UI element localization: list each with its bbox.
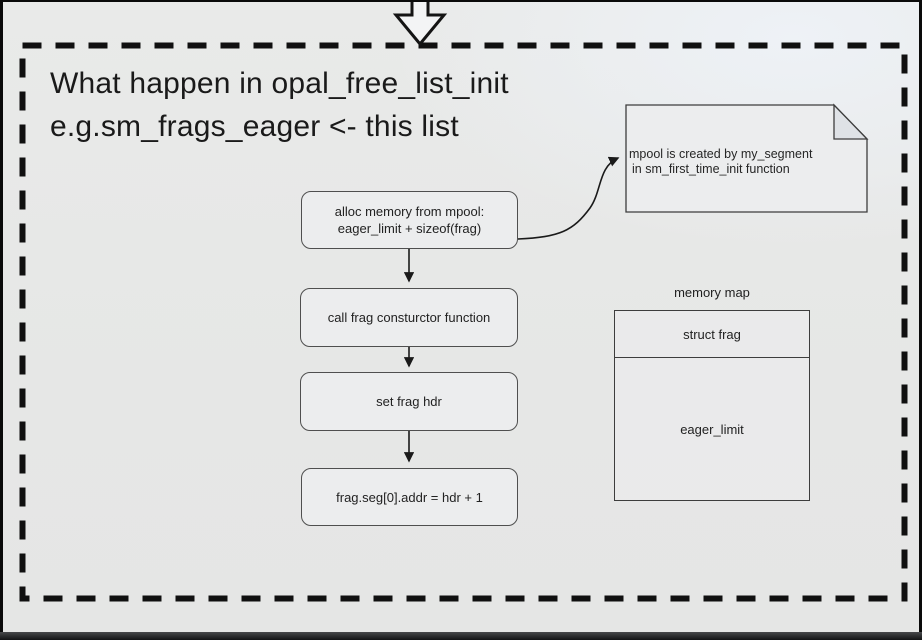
flow-step-label: call frag consturctor function — [327, 310, 491, 325]
memory-map-title: memory map — [674, 285, 750, 300]
note-fold-corner — [833, 103, 869, 140]
memory-map-cell-eager-limit: eager_limit — [680, 421, 744, 437]
connector-step1-note — [517, 156, 620, 240]
screen-edge-right — [919, 0, 922, 640]
flow-step-label: alloc memory from mpool: eager_limit + s… — [334, 204, 485, 236]
flow-step-label: frag.seg[0].addr = hdr + 1 — [336, 489, 483, 505]
slide-title-line2: e.g.sm_frags_eager <- this list — [50, 110, 459, 143]
flow-step-frag-seg-addr: frag.seg[0].addr = hdr + 1 — [301, 468, 518, 526]
flow-step-call-constructor: call frag consturctor function — [300, 288, 518, 347]
flow-step-label: set frag hdr — [376, 394, 442, 409]
flow-step-alloc-memory: alloc memory from mpool: eager_limit + s… — [301, 191, 518, 249]
screen-edge-bottom — [0, 632, 922, 640]
note-line2: in sm_first_time_init function — [632, 162, 790, 176]
flow-step-set-frag-hdr: set frag hdr — [300, 372, 518, 431]
memory-map-box: struct frag eager_limit — [614, 310, 810, 501]
down-arrow-icon — [392, 0, 448, 47]
memory-map-cell-struct-frag: struct frag — [615, 311, 809, 358]
slide-title-line1: What happen in opal_free_list_init — [50, 67, 509, 100]
slide-title: What happen in opal_free_list_init e.g.s… — [50, 62, 509, 148]
note-line1: mpool is created by my_segment — [629, 147, 813, 161]
screen-edge-top — [0, 0, 922, 2]
screen-edge-left — [0, 0, 3, 640]
note-text: mpool is created by my_segment in sm_fir… — [629, 147, 867, 177]
